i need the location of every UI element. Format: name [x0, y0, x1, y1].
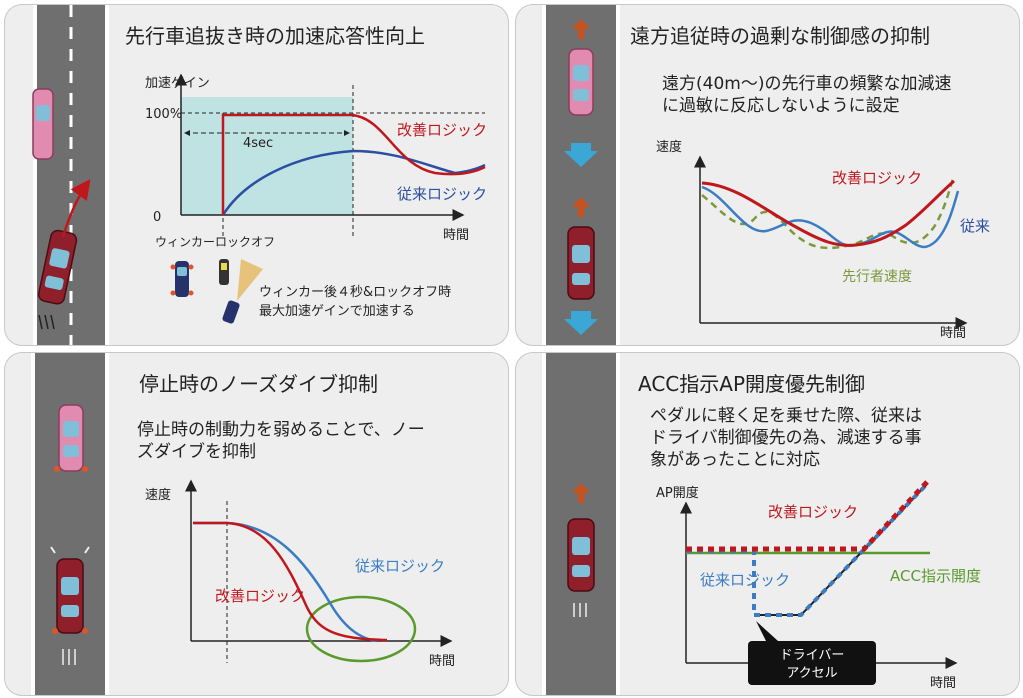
lead-car-icon	[32, 88, 54, 160]
lead-speed-label: 先行者速度	[842, 269, 912, 285]
duration-label: 4sec	[243, 136, 273, 151]
panel2-canvas: 遠方追従時の過剰な制御感の抑制 遠方(40m〜)の先行車の頻繁な加減速 に過敏に…	[542, 5, 990, 345]
panel-overtake-acceleration: 先行車追抜き時の加速応答性向上 加速ゲイン 100% 0 4sec 改善ロジック…	[4, 4, 509, 346]
improved-curve	[686, 479, 930, 552]
improved-curve	[221, 113, 486, 215]
headlight-beam-icon	[237, 259, 263, 301]
turning-car-icon	[222, 300, 240, 324]
improved-label: 改善ロジック	[215, 587, 305, 605]
acc-command-label: ACC指示開度	[890, 567, 981, 585]
ego-car-icon	[567, 226, 595, 300]
y-max-label: 100%	[145, 107, 182, 122]
decelerate-arrow-icon	[564, 311, 598, 335]
conventional-curve	[221, 149, 486, 216]
motion-lines-icon	[573, 603, 587, 617]
panel4-title: ACC指示AP開度優先制御	[638, 372, 865, 396]
lockoff-highlight	[181, 97, 353, 215]
conventional-label: 従来	[960, 217, 990, 235]
conventional-label: 従来ロジック	[397, 185, 487, 203]
y-axis-label: 速度	[656, 139, 682, 155]
ego-car-icon	[567, 518, 595, 592]
small-car-icon	[219, 259, 229, 285]
conventional-curve	[193, 521, 378, 643]
note-line2: 最大加速ゲインで加速する	[259, 304, 415, 319]
improved-curve	[701, 179, 955, 247]
panel3-body-line2: ズダイブを抑制	[137, 441, 256, 462]
callout-line2: アクセル	[786, 666, 837, 681]
accelerate-arrow-icon	[572, 197, 590, 217]
lead-car-icon	[568, 48, 594, 116]
overtake-path-arrow	[61, 178, 91, 238]
y-axis-label: 速度	[145, 487, 171, 503]
ego-car-icon	[50, 546, 90, 634]
event-label: ウィンカーロックオフ	[155, 235, 275, 249]
panel-nose-dive: 停止時のノーズダイブ抑制 停止時の制動力を弱めることで、ノー ズダイブを抑制 速…	[4, 352, 509, 696]
driver-accel-callout: ドライバー アクセル	[748, 621, 876, 685]
panel1-title: 先行車追抜き時の加速応答性向上	[125, 24, 425, 48]
lead-car-icon	[54, 404, 88, 472]
y-axis-label: 加速ゲイン	[145, 76, 210, 91]
x-axis-label: 時間	[930, 676, 956, 691]
panel4-body-line1: ペダルに軽く足を乗せた際、従来は	[650, 406, 922, 426]
note-line1: ウィンカー後４秒&ロックオフ時	[259, 285, 451, 300]
x-axis-label: 時間	[940, 326, 966, 341]
y-zero-label: 0	[153, 210, 161, 225]
panel2-body-line1: 遠方(40m〜)の先行車の頻繁な加減速	[662, 74, 951, 94]
panel4-canvas: ACC指示AP開度優先制御 ペダルに軽く足を乗せた際、従来は ドライバ制御優先の…	[542, 353, 981, 695]
panel4-body-line2: ドライバ制御優先の為、減速する事	[650, 428, 922, 448]
panel2-title: 遠方追従時の過剰な制御感の抑制	[630, 24, 930, 48]
conventional-label: 従来ロジック	[355, 557, 445, 575]
panel4-body-line3: 象があったことに対応	[650, 450, 820, 470]
improved-curve	[193, 521, 388, 642]
accelerate-arrow-icon	[572, 19, 590, 39]
y-axis-label: AP開度	[656, 485, 699, 501]
conventional-label: 従来ロジック	[700, 571, 790, 589]
panel-distant-following: 遠方追従時の過剰な制御感の抑制 遠方(40m〜)の先行車の頻繁な加減速 に過敏に…	[515, 4, 1020, 346]
panel3-body-line1: 停止時の制動力を弱めることで、ノー	[137, 420, 425, 440]
x-axis-label: 時間	[429, 654, 455, 669]
panel3-title: 停止時のノーズダイブ抑制	[139, 372, 378, 396]
x-axis-label: 時間	[443, 228, 469, 243]
accelerate-arrow-icon	[572, 483, 590, 503]
callout-line1: ドライバー	[780, 648, 845, 663]
improved-label: 改善ロジック	[397, 121, 487, 139]
panel1-canvas: 先行車追抜き時の加速応答性向上 加速ゲイン 100% 0 4sec 改善ロジック…	[32, 5, 487, 345]
panel-acc-ap-priority: ACC指示AP開度優先制御 ペダルに軽く足を乗せた際、従来は ドライバ制御優先の…	[515, 352, 1020, 696]
overtaken-car-icon	[175, 261, 189, 297]
panel3-canvas: 停止時のノーズダイブ抑制 停止時の制動力を弱めることで、ノー ズダイブを抑制 速…	[31, 353, 455, 695]
improved-label: 改善ロジック	[832, 169, 922, 187]
decelerate-arrow-icon	[564, 143, 598, 167]
stop-lines-icon	[62, 649, 76, 665]
improved-label: 改善ロジック	[768, 503, 858, 521]
stop-focus-circle	[305, 595, 417, 663]
lane-change-illustration	[170, 259, 263, 324]
motion-lines-icon	[38, 314, 55, 330]
panel2-body-line2: に過敏に反応しないように設定	[662, 96, 900, 116]
